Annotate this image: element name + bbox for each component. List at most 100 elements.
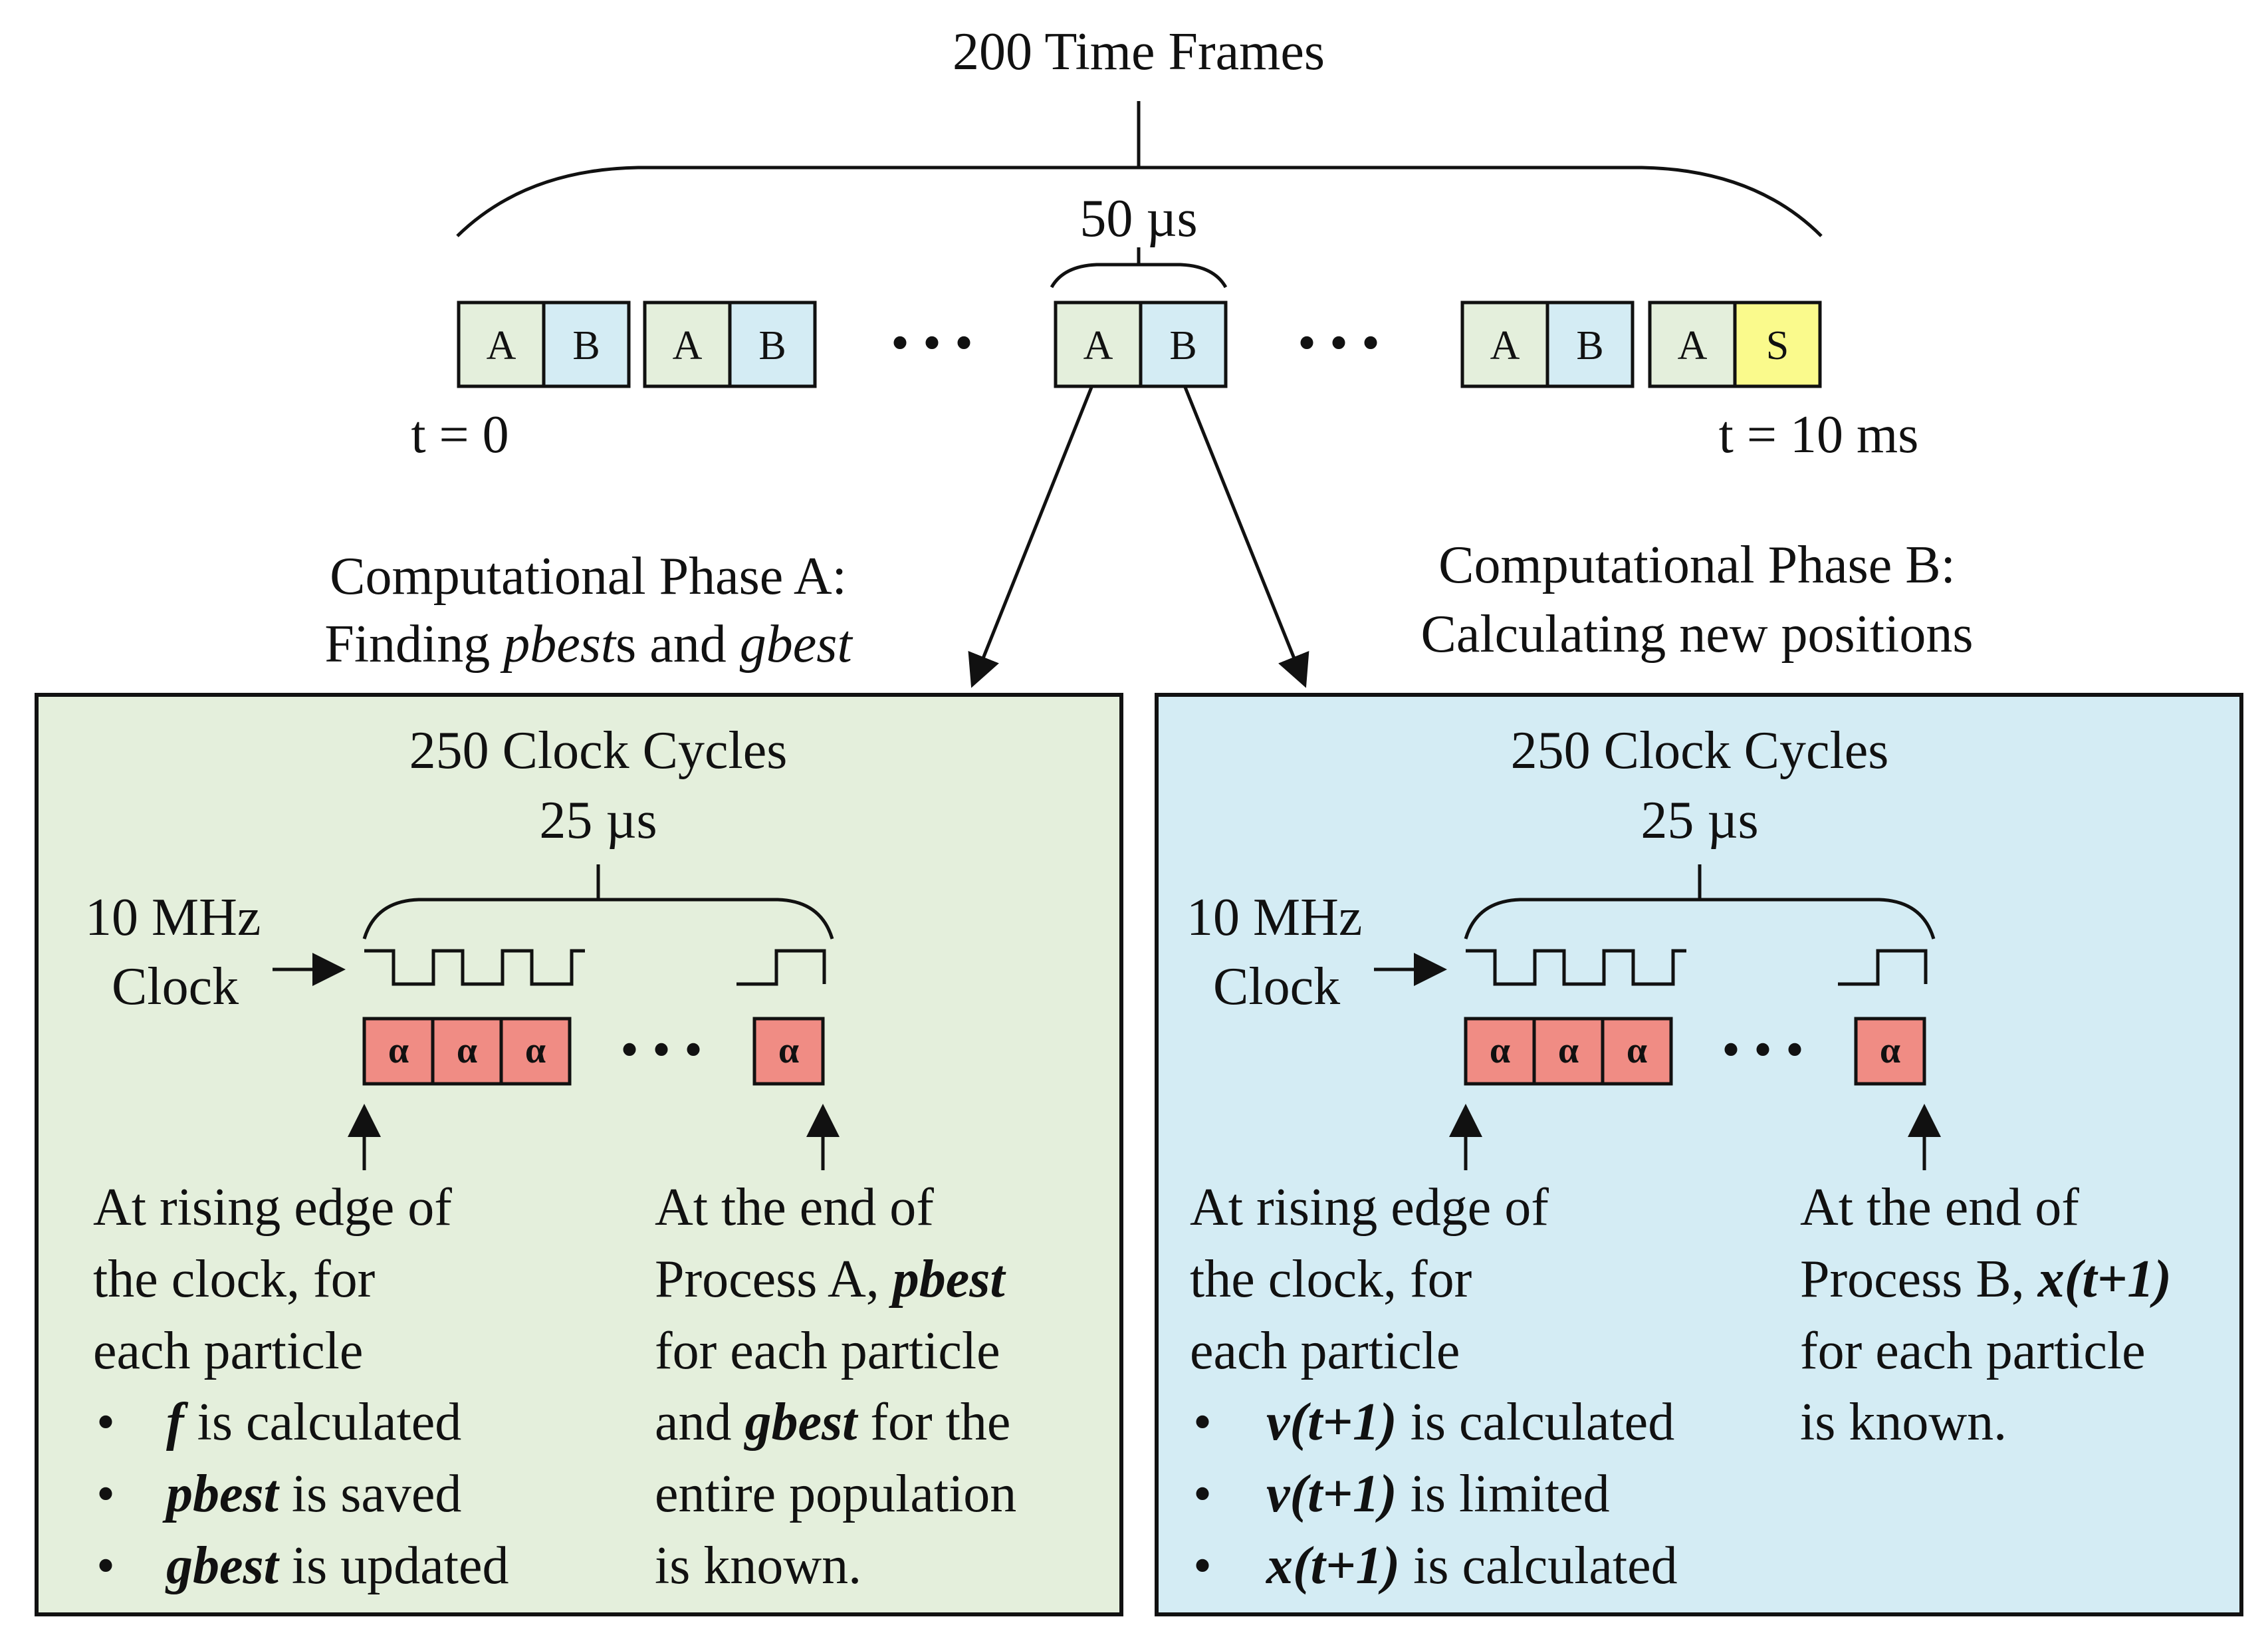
seg-post: for the xyxy=(857,1393,1010,1451)
seg-bold: pbest xyxy=(889,1250,1007,1309)
phase-a-cycles: 250 Clock Cycles xyxy=(409,721,788,780)
time-frame-cell-a: A xyxy=(1054,301,1143,388)
seg-pre: for each particle xyxy=(1800,1322,2146,1380)
phase-a-alpha-cell: α xyxy=(752,1017,825,1086)
cell-label: A xyxy=(1083,323,1113,368)
time-frame-cell-a: A xyxy=(643,301,732,388)
phase-a-right-line2: Process A, pbest xyxy=(655,1250,1006,1309)
alpha-label: α xyxy=(388,1030,409,1071)
seg-pre: Process A, xyxy=(655,1250,893,1309)
phase-b-left-line1: At rising edge of xyxy=(1190,1178,1549,1237)
alpha-box xyxy=(431,1017,503,1086)
cell-label: A xyxy=(1678,323,1708,368)
seg-pre: is known. xyxy=(1800,1393,2007,1451)
phase-a-heading-line1: Computational Phase A: xyxy=(330,547,847,606)
bullet-symbol: • xyxy=(1193,1393,1212,1451)
alpha-label: α xyxy=(1880,1030,1900,1071)
phase-b-clock-label-line1: 10 MHz xyxy=(1187,888,1362,947)
bullet-text: pbest is saved xyxy=(162,1465,461,1523)
time-start-label: t = 0 xyxy=(411,406,509,464)
phase-a-ellipsis: • • • xyxy=(620,1021,703,1079)
bullet-bold: gbest xyxy=(165,1537,281,1595)
phase-a-alpha-cell: α xyxy=(362,1017,435,1086)
seg-pre: for each particle xyxy=(655,1322,1000,1380)
bullet-symbol: • xyxy=(96,1393,115,1451)
phase-b-alpha-cell: α xyxy=(1854,1017,1926,1086)
phase-a-clock-waveform xyxy=(364,949,585,986)
phase-a-duration: 25 µs xyxy=(539,791,657,850)
phase-b-box xyxy=(1155,693,2243,1616)
phase-a-clock-label-line1: 10 MHz xyxy=(85,888,261,947)
bullet-bold: pbest xyxy=(162,1465,281,1523)
bullet-text: v(t+1) is limited xyxy=(1266,1465,1610,1523)
phase-a-bullet-2: • pbest is saved xyxy=(96,1465,461,1523)
bullet-rest: is limited xyxy=(1397,1465,1610,1523)
time-frame-cell-b: B xyxy=(728,301,817,388)
phase-b-right-line1: At the end of xyxy=(1800,1178,2079,1237)
cell-box xyxy=(542,301,631,388)
cell-box xyxy=(1054,301,1143,388)
phase-a-heading-pbest: pbest xyxy=(500,615,617,674)
frame-duration-label: 50 µs xyxy=(1079,189,1197,248)
top-ellipsis-right: • • • xyxy=(1298,314,1380,372)
phase-b-bullet-2: • v(t+1) is limited xyxy=(1193,1465,1610,1523)
phase-b-left-line3: each particle xyxy=(1190,1322,1460,1380)
phase-b-heading-line1: Computational Phase B: xyxy=(1438,536,1956,594)
bullet-rest: is calculated xyxy=(1397,1393,1675,1451)
phase-b-right-line2: Process B, x(t+1) xyxy=(1800,1250,2172,1309)
phase-a-heading-part1: Finding xyxy=(324,615,503,674)
time-frame-cell-b: B xyxy=(1139,301,1228,388)
phase-a-clock-waveform-end xyxy=(737,949,826,986)
seg-pre: and xyxy=(655,1393,745,1451)
time-frame-cell-a: A xyxy=(1460,301,1549,388)
phase-b-cycles: 250 Clock Cycles xyxy=(1511,721,1889,780)
arrow-to-phase-b xyxy=(1183,385,1309,688)
seg-bold: gbest xyxy=(744,1393,859,1451)
bullet-text: x(t+1) is calculated xyxy=(1266,1537,1678,1595)
phase-b-clock-label-line2: Clock xyxy=(1213,957,1340,1016)
phase-a-clock-label-line2: Clock xyxy=(112,957,239,1016)
phase-a-right-line1: At the end of xyxy=(655,1178,934,1237)
time-frame-cell-a: A xyxy=(1648,301,1737,388)
phase-a-left-line3: each particle xyxy=(93,1322,363,1380)
cell-box xyxy=(457,301,546,388)
phase-b-alpha-cell: α xyxy=(1601,1017,1673,1086)
bullet-rest: is calculated xyxy=(184,1393,462,1451)
phase-a-right-line3: for each particle xyxy=(655,1322,1000,1380)
timeframes-title: 200 Time Frames xyxy=(953,23,1325,81)
bullet-text: v(t+1) is calculated xyxy=(1266,1393,1674,1451)
cell-label: B xyxy=(1169,323,1196,368)
time-frame-cell-b: B xyxy=(1545,301,1635,388)
time-frame-cell-b: B xyxy=(542,301,631,388)
bullet-symbol: • xyxy=(96,1465,115,1523)
bullet-symbol: • xyxy=(96,1537,115,1595)
phase-a-right-line5: entire population xyxy=(655,1465,1016,1523)
phase-b-clock-waveform xyxy=(1466,949,1686,986)
alpha-label: α xyxy=(457,1030,477,1071)
phase-a-left-line1: At rising edge of xyxy=(93,1178,452,1237)
phase-b-bullet-1: • v(t+1) is calculated xyxy=(1193,1393,1674,1451)
cell-box xyxy=(728,301,817,388)
alpha-label: α xyxy=(1490,1030,1510,1071)
seg-pre: entire population xyxy=(655,1465,1016,1523)
phase-a-heading-gbest: gbest xyxy=(740,615,853,674)
seg-pre: At the end of xyxy=(1800,1178,2079,1237)
phase-b-brace xyxy=(1464,898,1936,940)
phase-a-heading-part3: s and xyxy=(616,615,740,674)
cell-label: B xyxy=(572,323,600,368)
phase-b-clock-waveform-end xyxy=(1838,949,1928,986)
phase-a-alpha-cell: α xyxy=(499,1017,572,1086)
phase-a-right-line4: and gbest for the xyxy=(655,1393,1010,1451)
phase-b-right-line3: for each particle xyxy=(1800,1322,2146,1380)
alpha-box xyxy=(499,1017,572,1086)
phase-b-alpha-cell: α xyxy=(1464,1017,1536,1086)
phase-a-box xyxy=(35,693,1123,1616)
alpha-box xyxy=(1854,1017,1926,1086)
phase-b-heading-line2: Calculating new positions xyxy=(1420,605,1973,664)
frame-brace xyxy=(1050,263,1228,289)
